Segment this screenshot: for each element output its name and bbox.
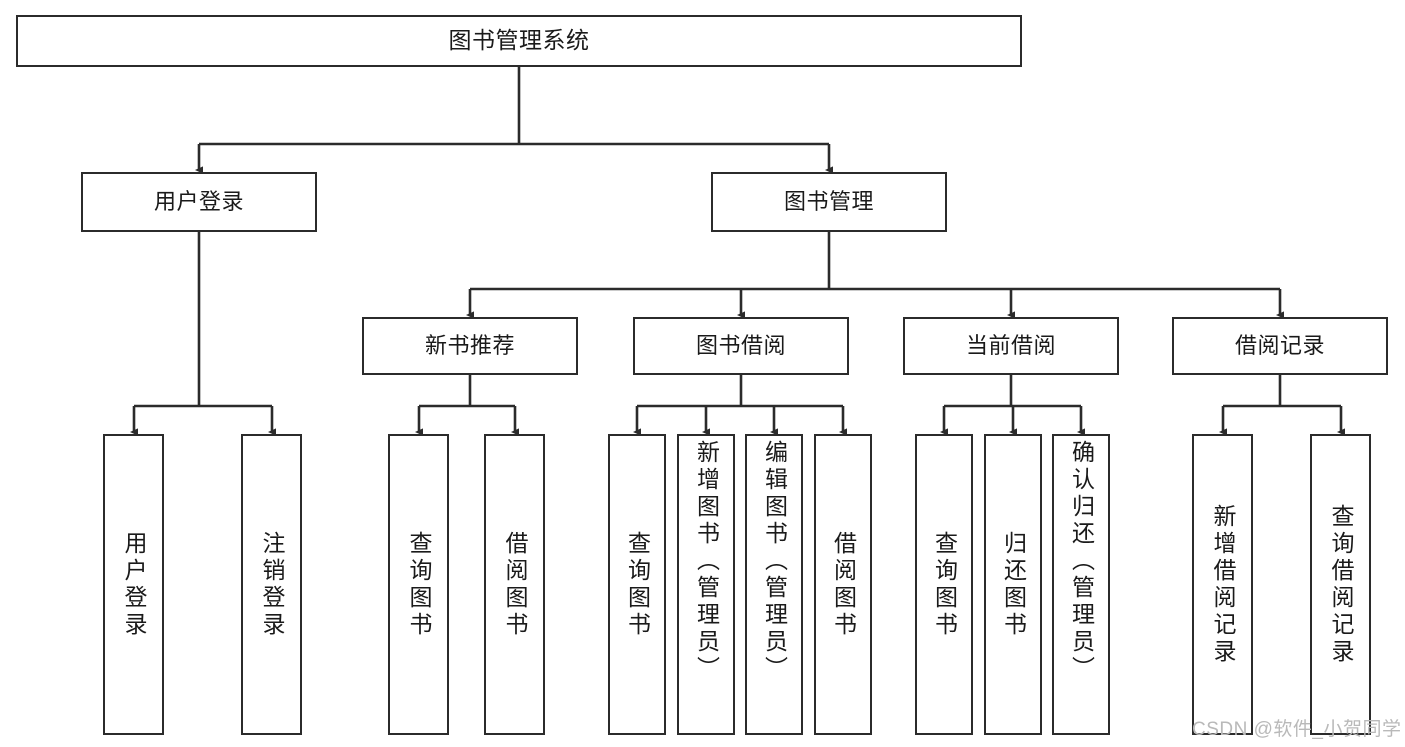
node-label: 借阅图书 xyxy=(830,530,857,639)
node-leaf-query-book-cur: 查询图书 xyxy=(915,434,973,735)
node-leaf-borrow-book: 借阅图书 xyxy=(814,434,872,735)
node-label: 新增图书（管理员） xyxy=(693,440,720,683)
node-leaf-confirm-return: 确认归还（管理员） xyxy=(1052,434,1110,735)
node-leaf-query-record: 查询借阅记录 xyxy=(1310,434,1371,735)
node-book-manage: 图书管理 xyxy=(711,172,947,232)
node-root: 图书管理系统 xyxy=(16,15,1022,67)
watermark: CSDN @软件_小贺同学 xyxy=(1192,719,1402,740)
node-user-login: 用户登录 xyxy=(81,172,317,232)
node-label: 编辑图书（管理员） xyxy=(761,440,788,683)
node-label: 借阅记录 xyxy=(1234,332,1325,358)
node-label: 用户登录 xyxy=(153,188,244,214)
node-leaf-query-book-rec: 查询图书 xyxy=(388,434,449,735)
node-label: 当前借阅 xyxy=(965,332,1056,358)
node-leaf-edit-book: 编辑图书（管理员） xyxy=(745,434,803,735)
node-label: 查询图书 xyxy=(406,530,432,639)
node-new-book-rec: 新书推荐 xyxy=(362,317,578,375)
node-label: 图书借阅 xyxy=(695,332,786,358)
node-label: 借阅图书 xyxy=(502,530,528,639)
node-leaf-add-book: 新增图书（管理员） xyxy=(677,434,735,735)
node-leaf-user-logout: 注销登录 xyxy=(241,434,302,735)
node-label: 查询图书 xyxy=(931,530,958,639)
node-leaf-user-login: 用户登录 xyxy=(103,434,164,735)
node-label: 查询图书 xyxy=(624,530,651,639)
node-leaf-return-book: 归还图书 xyxy=(984,434,1042,735)
node-leaf-query-book-borrow: 查询图书 xyxy=(608,434,666,735)
node-label: 用户登录 xyxy=(121,530,147,639)
node-label: 图书管理 xyxy=(783,188,874,214)
node-current-borrow: 当前借阅 xyxy=(903,317,1119,375)
node-label: 新增借阅记录 xyxy=(1210,503,1236,666)
node-leaf-borrow-book-rec: 借阅图书 xyxy=(484,434,545,735)
node-leaf-add-record: 新增借阅记录 xyxy=(1192,434,1253,735)
node-label: 归还图书 xyxy=(1000,530,1027,639)
node-label: 确认归还（管理员） xyxy=(1068,440,1095,683)
node-borrow-record: 借阅记录 xyxy=(1172,317,1388,375)
node-book-borrow: 图书借阅 xyxy=(633,317,849,375)
node-label: 注销登录 xyxy=(259,530,285,639)
node-label: 查询借阅记录 xyxy=(1328,503,1354,666)
node-label: 图书管理系统 xyxy=(448,27,590,54)
node-label: 新书推荐 xyxy=(424,332,515,358)
